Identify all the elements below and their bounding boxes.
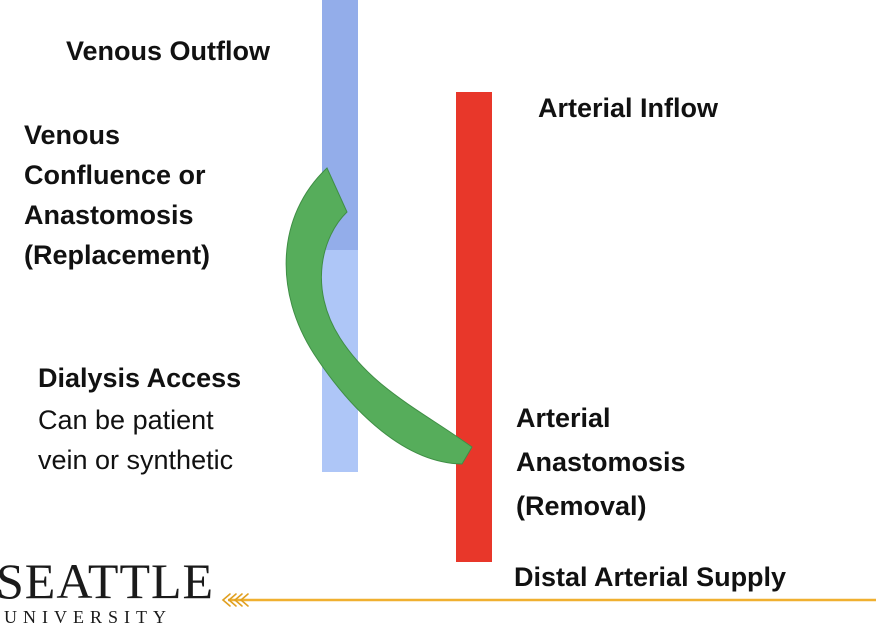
artery-bar [456,92,492,562]
university-logo-wordmark: SEATTLE [0,553,215,609]
footer-chevrons-icon [221,593,249,607]
dialysis-access-graft [285,167,473,465]
label-venous-confluence-line3: Anastomosis [24,200,194,230]
label-dialysis-access-desc-line2: vein or synthetic [38,445,234,475]
label-arterial-inflow: Arterial Inflow [538,93,719,123]
label-arterial-anastomosis-line1: Arterial [516,403,611,433]
label-arterial-anastomosis-line2: Anastomosis [516,447,686,477]
label-dialysis-access-desc-line1: Can be patient [38,405,214,435]
label-distal-arterial-supply: Distal Arterial Supply [514,562,787,592]
label-dialysis-access-description: Can be patient vein or synthetic [38,400,233,480]
label-dialysis-access-title: Dialysis Access [38,363,242,393]
label-venous-confluence: Venous Confluence or Anastomosis (Replac… [24,115,210,275]
university-logo-subtitle: UNIVERSITY [4,607,172,627]
label-venous-outflow: Venous Outflow [66,36,271,66]
label-venous-confluence-line2: Confluence or [24,160,206,190]
label-arterial-anastomosis-line3: (Removal) [516,491,647,521]
label-arterial-anastomosis: Arterial Anastomosis (Removal) [516,396,686,528]
label-venous-confluence-line1: Venous [24,120,121,150]
label-venous-confluence-line4: (Replacement) [24,240,211,270]
